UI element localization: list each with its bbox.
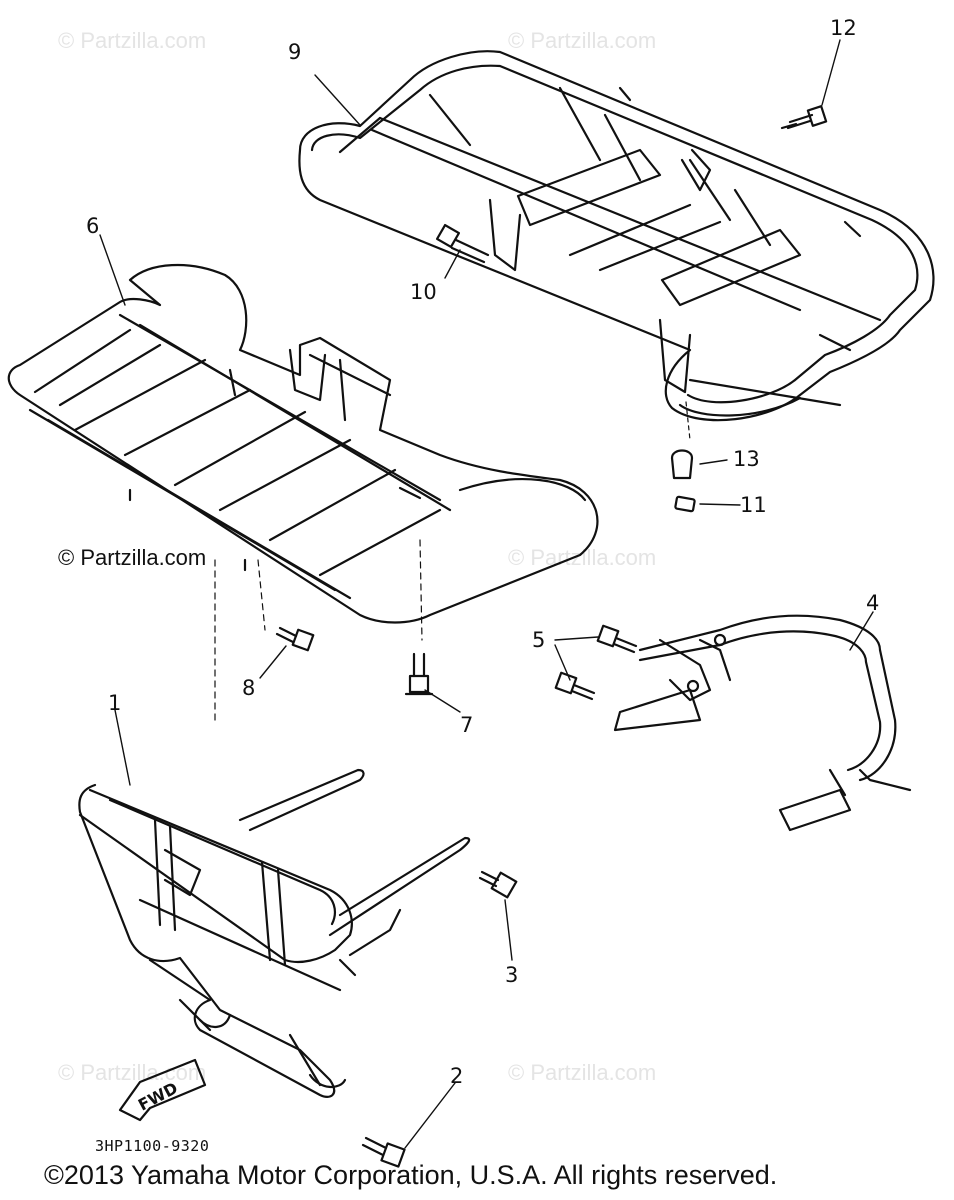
callout-8: 8 (242, 676, 256, 700)
fwd-arrow-icon (118, 1058, 207, 1122)
callout-12: 12 (830, 16, 857, 40)
copyright-notice: ©2013 Yamaha Motor Corporation, U.S.A. A… (44, 1160, 778, 1190)
callout-6: 6 (86, 214, 100, 238)
callout-4: 4 (866, 591, 880, 615)
callout-3: 3 (505, 963, 519, 987)
watermark: © Partzilla.com (58, 1060, 207, 1085)
watermark: © Partzilla.com (508, 545, 657, 570)
callout-7: 7 (460, 713, 474, 737)
watermark: © Partzilla.com (508, 28, 657, 53)
callout-11: 11 (740, 493, 767, 517)
callout-9: 9 (288, 40, 302, 64)
bolt-8 (275, 626, 315, 652)
callout-13: 13 (733, 447, 760, 471)
clip-13 (670, 449, 694, 480)
bolt-2 (361, 1136, 406, 1168)
leader-lines (99, 39, 874, 1149)
callout-2: 2 (450, 1064, 464, 1088)
callout-5: 5 (532, 628, 546, 652)
nut-11 (674, 495, 696, 513)
rear-carrier (298, 50, 935, 441)
callout-1: 1 (108, 691, 122, 715)
watermark: © Partzilla.com (58, 545, 207, 570)
bolt-7 (404, 652, 434, 696)
watermark: © Partzilla.com (58, 28, 207, 53)
bolt-10 (435, 223, 490, 264)
drawing-code: 3HP1100-9320 (95, 1137, 210, 1155)
front-bumper-guard (78, 768, 471, 1098)
bolt-12 (780, 105, 828, 130)
front-carrier (7, 263, 599, 721)
bolt-3 (478, 870, 518, 899)
rear-guard (613, 614, 912, 832)
callout-10: 10 (410, 280, 437, 304)
watermark: © Partzilla.com (508, 1060, 657, 1085)
